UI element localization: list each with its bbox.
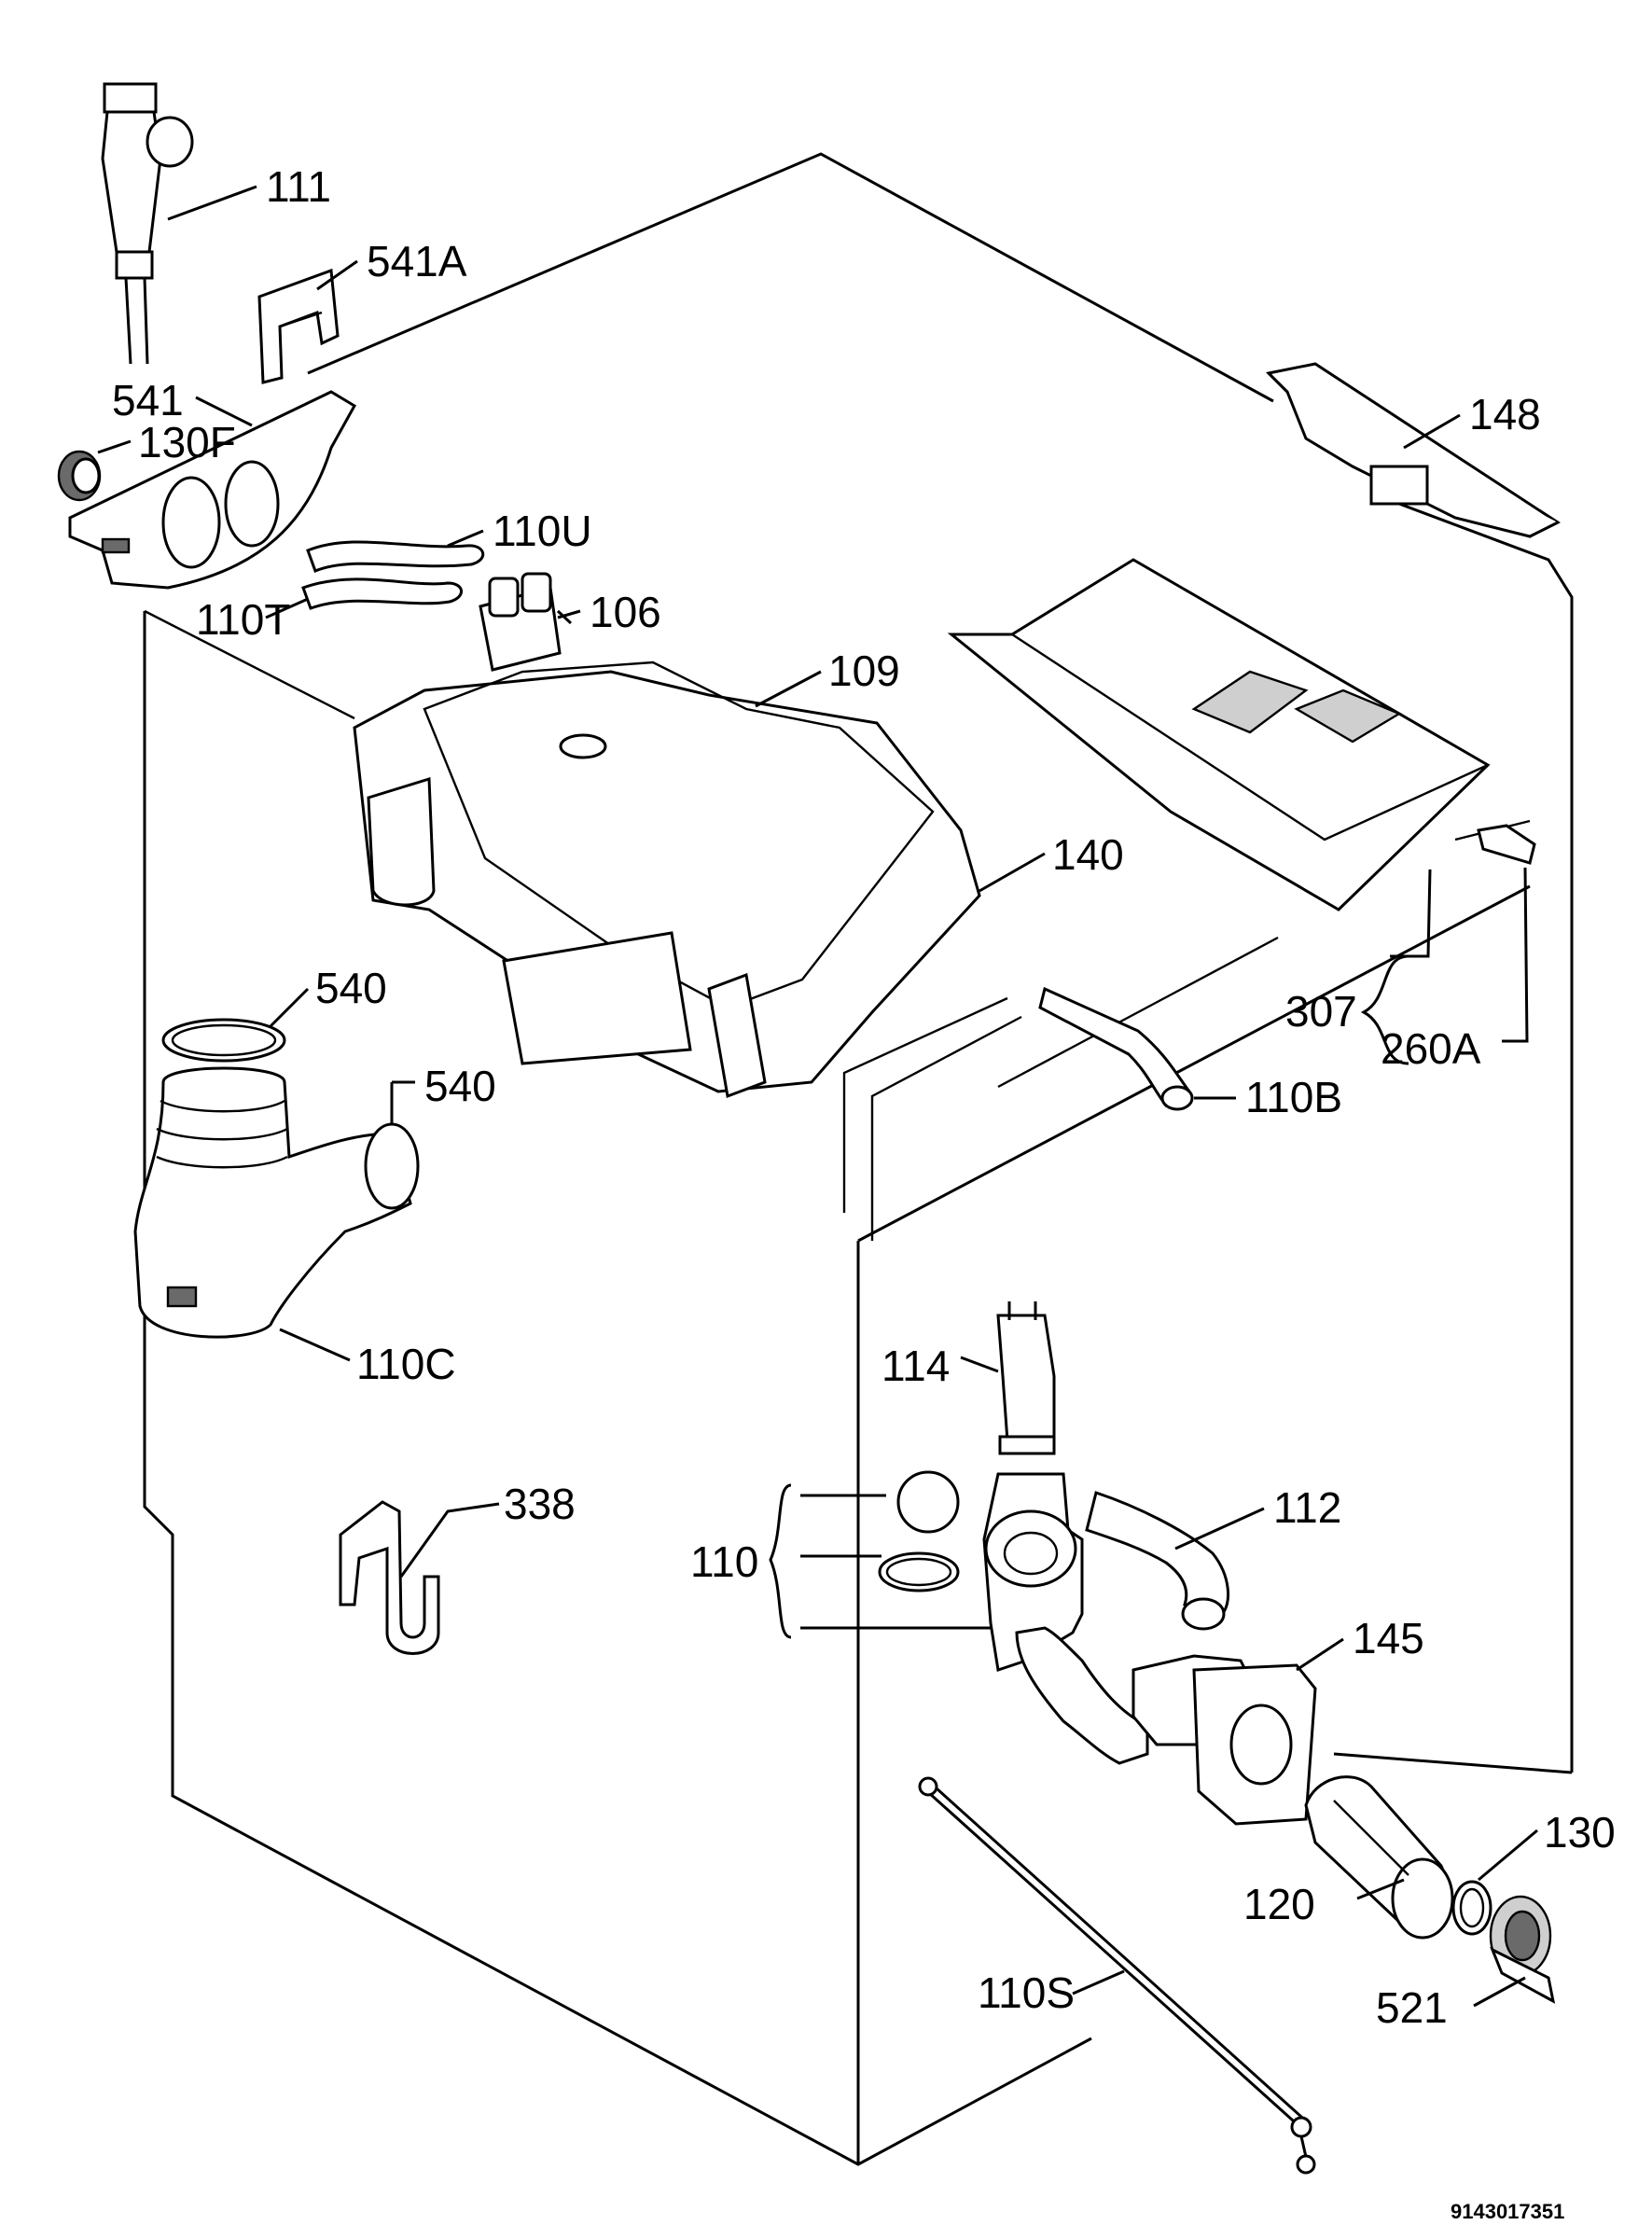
callout-110u: 110U	[493, 507, 592, 555]
drain-hose-part-112	[1085, 1491, 1230, 1631]
pump-housing-part-110	[878, 1470, 1084, 1672]
callout-540-top: 540	[315, 964, 387, 1012]
callout-541: 541	[112, 376, 184, 424]
callout-145: 145	[1353, 1614, 1424, 1662]
oring-part-130	[1451, 1880, 1492, 1936]
callout-540-side: 540	[424, 1062, 496, 1110]
callout-130: 130	[1544, 1808, 1616, 1857]
callout-140: 140	[1052, 830, 1124, 879]
callout-110s: 110S	[978, 1968, 1075, 2017]
document-number: 9143017351	[1451, 2200, 1564, 2223]
callout-148: 148	[1469, 390, 1541, 438]
callout-521: 521	[1376, 1983, 1448, 2032]
callout-109: 109	[828, 647, 900, 695]
cap-part-130f	[57, 450, 102, 502]
callout-110t: 110T	[196, 595, 290, 644]
detergent-drawer-part-140	[947, 558, 1491, 911]
tank-housing-part-109	[353, 661, 981, 1099]
bent-hose-part-110b	[1038, 986, 1194, 1111]
callout-130f: 130F	[138, 418, 236, 466]
callout-110c: 110C	[356, 1340, 456, 1388]
callout-307: 307	[1285, 987, 1357, 1036]
callout-112: 112	[1273, 1483, 1341, 1532]
callout-111: 111	[266, 162, 331, 211]
small-hoses-part-110u-110t	[301, 540, 484, 610]
top-plate-part-148	[1265, 362, 1562, 538]
callout-338: 338	[504, 1480, 576, 1528]
clip-part-260a	[1477, 824, 1536, 865]
callout-120: 120	[1243, 1880, 1315, 1928]
filter-part-120	[1304, 1775, 1454, 1940]
callout-110: 110	[690, 1537, 758, 1586]
callout-114: 114	[882, 1342, 950, 1390]
valve-part-106	[479, 572, 573, 672]
clip-part-541a	[257, 268, 340, 384]
panel-bracket-part-541	[68, 390, 357, 590]
filter-cap-part-521	[1489, 1895, 1556, 2004]
rod-part-110s	[918, 1776, 1316, 2175]
callout-labels: 111 541A 541 130F 110U 110T 106 109 148 …	[112, 162, 1616, 2032]
inlet-hose-valve-part-111	[101, 82, 194, 365]
sensor-part-114	[996, 1301, 1056, 1455]
callout-541a: 541A	[367, 237, 467, 285]
leader-lines	[97, 185, 1538, 2008]
callout-106: 106	[590, 588, 661, 636]
cabinet-outline	[143, 152, 1574, 2166]
callout-110b: 110B	[1245, 1073, 1342, 1121]
pump-part-145	[1015, 1626, 1317, 1826]
clip-part-338	[339, 1500, 440, 1655]
callout-260a: 260A	[1381, 1024, 1481, 1073]
sump-bellows-part-540-110c	[133, 1018, 420, 1339]
